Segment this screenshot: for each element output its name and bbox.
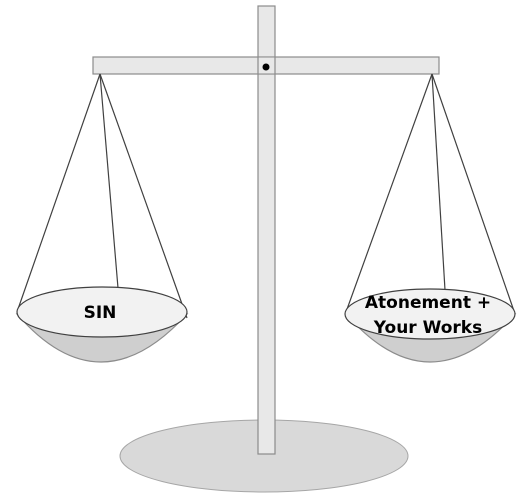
pivot-dot (263, 64, 270, 71)
right-pan-label-line1: Atonement + (365, 293, 491, 313)
right-pan-strings (346, 74, 515, 314)
left-pan-strings (17, 74, 187, 318)
left-pan-label: SIN (84, 303, 117, 323)
right-pan-label-line2: Your Works (373, 318, 482, 338)
